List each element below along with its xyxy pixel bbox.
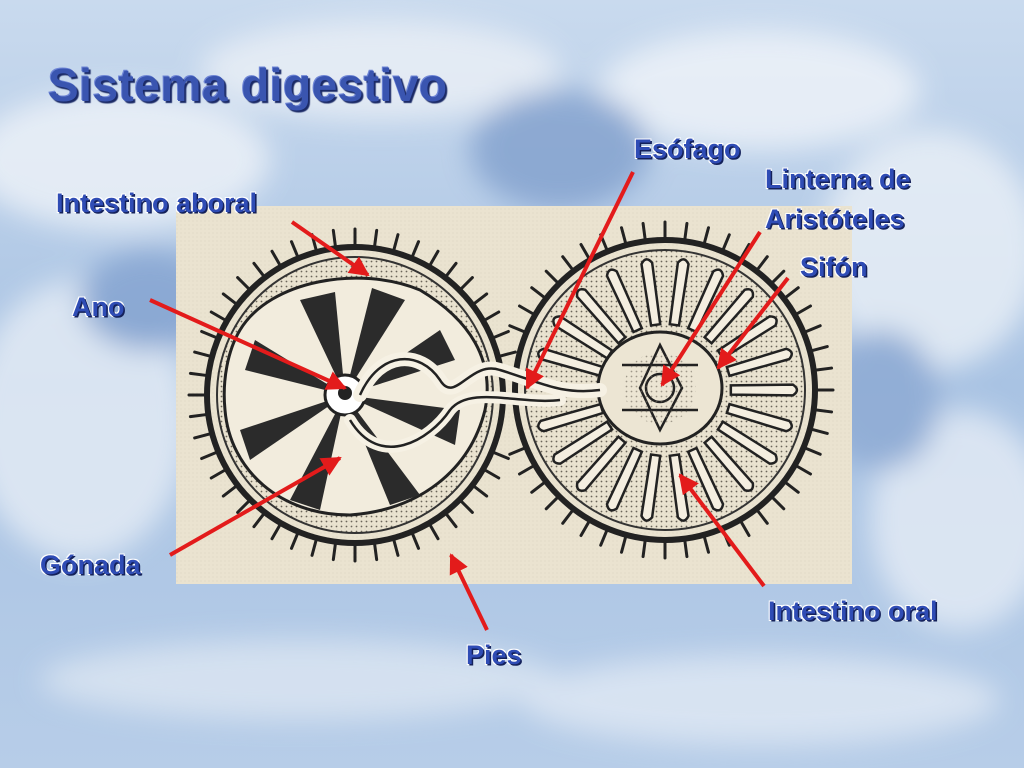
arrow-esofago: [525, 171, 635, 390]
arrow-intestino-aboral: [290, 220, 370, 277]
arrow-pies: [449, 553, 489, 631]
label-sifon: Sifón: [800, 252, 868, 282]
arrow-ano: [149, 298, 347, 390]
label-pies: Pies: [466, 640, 522, 670]
arrow-gonada: [169, 456, 342, 557]
label-ano: Ano: [72, 292, 125, 322]
label-esofago: Esófago: [634, 134, 741, 164]
label-intestino-aboral: Intestino aboral: [56, 188, 258, 218]
label-gonada: Gónada: [40, 550, 141, 580]
arrow-sifon: [716, 276, 790, 370]
arrow-linterna: [660, 230, 762, 387]
label-linterna-line1: Linterna de: [765, 164, 911, 194]
arrow-intestino-oral: [678, 473, 766, 588]
label-intestino-oral: Intestino oral: [768, 596, 938, 626]
oral-half: [508, 220, 835, 560]
label-linterna-line2: Aristóteles: [765, 204, 905, 234]
slide-title: Sistema digestivo: [48, 59, 448, 111]
